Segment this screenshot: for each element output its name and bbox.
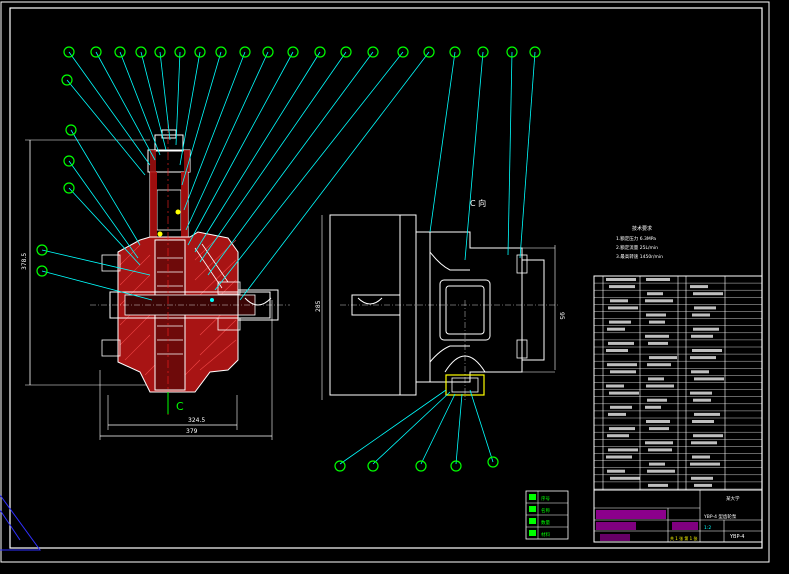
- table-cell-text: [609, 285, 635, 289]
- notes-line-1: 1.额定压力 6.3MPa: [616, 235, 656, 242]
- table-cell-text: [694, 412, 720, 416]
- table-cell-text: [608, 448, 638, 452]
- table-cell-text: [691, 334, 713, 338]
- table-cell-text: [645, 299, 673, 303]
- dim-side-left-label: 285: [315, 300, 322, 312]
- table-cell-text: [646, 420, 670, 423]
- table-cell-text: [649, 427, 669, 431]
- corner-mark: [0, 494, 41, 551]
- table-cell-text: [692, 313, 710, 317]
- table-cell-text: [607, 327, 625, 331]
- table-cell-text: [691, 370, 709, 374]
- table-cell-text: [609, 320, 631, 324]
- table-cell-text: [648, 377, 664, 381]
- notes-line-2: 2.额定流量 25L/min: [616, 244, 658, 251]
- table-cell-text: [608, 341, 634, 345]
- table-cell-text: [691, 476, 713, 480]
- table-cell-text: [690, 356, 716, 360]
- table-cell-text: [646, 384, 674, 388]
- table-cell-text: [646, 278, 670, 281]
- table-cell-text: [649, 356, 677, 360]
- table-cell-text: [610, 299, 628, 303]
- table-cell-text: [648, 341, 668, 345]
- table-cell-text: [647, 469, 675, 473]
- table-cell-text: [647, 292, 663, 296]
- dim-height-label: 378.5: [21, 253, 28, 270]
- legend-entry-1: 序号: [541, 495, 550, 502]
- table-cell-text: [649, 320, 665, 324]
- table-cell-text: [693, 292, 723, 296]
- table-cell-text: [694, 377, 724, 381]
- table-cell-text: [692, 455, 710, 459]
- table-cell-text: [648, 483, 668, 487]
- view-label: C 向: [470, 198, 486, 208]
- drawing-scale: 1:2: [704, 525, 711, 531]
- table-cell-text: [606, 349, 628, 352]
- table-cell-text: [610, 476, 640, 480]
- table-cell-text: [645, 441, 673, 445]
- table-cell-text: [645, 334, 669, 338]
- table-cell-text: [649, 462, 665, 466]
- legend-box: 序号 名称 数量 材料: [525, 490, 569, 540]
- table-cell-text: [690, 391, 712, 395]
- drawing-number: YBP-4: [729, 534, 744, 540]
- table-cell-text: [606, 455, 632, 459]
- sheet-info: 共 1 张 第 1 张: [670, 535, 697, 541]
- table-cell-text: [694, 483, 712, 487]
- leader-lines: [41, 51, 430, 301]
- side-view: C 向 285 95: [315, 198, 565, 400]
- table-cell-text: [694, 306, 716, 310]
- table-cell-text: [609, 427, 635, 431]
- outer-frame: [0, 1, 770, 563]
- table-cell-text: [606, 278, 636, 281]
- legend-entry-4: 材料: [541, 531, 550, 538]
- table-cell-text: [693, 327, 719, 331]
- notes-line-3: 3.最高转速 1450r/min: [616, 253, 663, 260]
- table-cell-text: [692, 349, 722, 352]
- parts-table: [593, 275, 763, 491]
- section-letter: C: [176, 400, 184, 413]
- dim-side-right-label: 95: [558, 312, 565, 320]
- table-cell-text: [691, 441, 717, 445]
- table-cell-text: [610, 405, 632, 409]
- table-cell-text: [693, 398, 711, 402]
- title-block: YBP-4 型齿轮泵 YBP-4 某大学 1:2 共 1 张 第 1 张: [593, 489, 763, 543]
- table-cell-text: [609, 391, 639, 395]
- table-cell-text: [647, 398, 667, 402]
- table-cell-text: [646, 313, 666, 317]
- dim-width-inner-label: 324.5: [188, 417, 205, 424]
- part-balloons: [36, 46, 541, 472]
- table-cell-text: [692, 420, 714, 423]
- legend-entry-3: 数量: [541, 519, 550, 526]
- technical-notes: 技术要求 1.额定压力 6.3MPa 2.额定流量 25L/min 3.最高转速…: [616, 225, 663, 260]
- drawing-name: YBP-4 型齿轮泵: [703, 513, 737, 520]
- legend-entry-2: 名称: [541, 507, 550, 514]
- table-cell-text: [606, 384, 624, 388]
- table-cell-text: [693, 434, 723, 438]
- table-cell-text: [607, 434, 629, 438]
- school-name: 某大学: [726, 495, 740, 502]
- table-cell-text: [647, 363, 671, 367]
- table-cell-text: [648, 448, 672, 452]
- section-view: 378.5 324.5 379: [21, 120, 290, 440]
- notes-title: 技术要求: [632, 225, 652, 232]
- table-cell-text: [690, 462, 720, 466]
- table-cell-text: [645, 405, 661, 409]
- table-cell-text: [607, 469, 625, 473]
- table-cell-text: [608, 412, 626, 416]
- table-cell-text: [607, 363, 637, 367]
- table-cell-text: [608, 306, 638, 310]
- table-cell-text: [610, 370, 636, 374]
- table-cell-text: [690, 285, 708, 289]
- dim-width-outer-label: 379: [186, 428, 198, 435]
